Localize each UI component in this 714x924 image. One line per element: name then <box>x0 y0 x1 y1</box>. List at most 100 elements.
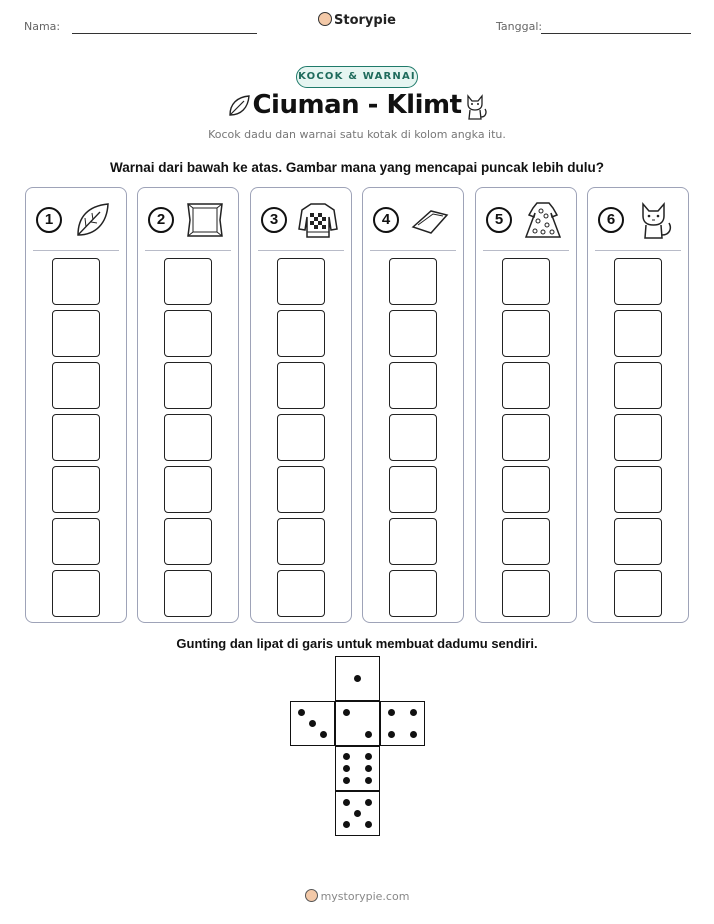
column-number: 4 <box>373 207 399 233</box>
color-box[interactable] <box>614 414 662 461</box>
pip <box>320 731 327 738</box>
color-box[interactable] <box>502 414 550 461</box>
column-number: 3 <box>261 207 287 233</box>
column-1: 1 <box>25 187 127 623</box>
pip <box>309 720 316 727</box>
date-label: Tanggal: <box>496 20 543 33</box>
pip <box>298 709 305 716</box>
color-box[interactable] <box>614 466 662 513</box>
color-box[interactable] <box>502 258 550 305</box>
color-box[interactable] <box>52 518 100 565</box>
color-box[interactable] <box>52 570 100 617</box>
color-box[interactable] <box>389 414 437 461</box>
column-3: 3 <box>250 187 352 623</box>
page-subtitle: Kocok dadu dan warnai satu kotak di kolo… <box>208 128 506 141</box>
column-divider <box>258 250 344 251</box>
color-box[interactable] <box>164 466 212 513</box>
color-box[interactable] <box>389 466 437 513</box>
sweater-icon <box>298 203 338 238</box>
column-2: 2 <box>137 187 239 623</box>
pip <box>365 731 372 738</box>
brand-logo: Storypie <box>0 12 714 28</box>
pip <box>343 799 350 806</box>
color-box[interactable] <box>614 570 662 617</box>
color-box[interactable] <box>614 258 662 305</box>
color-box[interactable] <box>614 310 662 357</box>
color-box[interactable] <box>502 362 550 409</box>
color-box[interactable] <box>502 518 550 565</box>
color-box[interactable] <box>389 518 437 565</box>
pip <box>388 709 395 716</box>
color-box[interactable] <box>52 310 100 357</box>
color-box[interactable] <box>277 466 325 513</box>
column-number: 5 <box>486 207 512 233</box>
color-box[interactable] <box>502 310 550 357</box>
date-line[interactable] <box>541 33 691 34</box>
dice-face-5 <box>335 791 380 836</box>
column-6: 6 <box>587 187 689 623</box>
color-box[interactable] <box>52 362 100 409</box>
color-box[interactable] <box>389 310 437 357</box>
color-box[interactable] <box>277 258 325 305</box>
color-box[interactable] <box>277 570 325 617</box>
pip <box>354 810 361 817</box>
storypie-logo-icon <box>318 12 332 26</box>
pip <box>388 731 395 738</box>
cat-icon <box>467 94 487 120</box>
color-box[interactable] <box>614 362 662 409</box>
column-divider <box>370 250 456 251</box>
color-box[interactable] <box>614 518 662 565</box>
color-box[interactable] <box>389 258 437 305</box>
color-box[interactable] <box>164 362 212 409</box>
coloring-instruction: Warnai dari bawah ke atas. Gambar mana y… <box>110 160 604 175</box>
color-box[interactable] <box>277 310 325 357</box>
pip <box>343 765 350 772</box>
footer-url[interactable]: mystorypie.com <box>320 890 410 903</box>
pip <box>410 709 417 716</box>
color-box[interactable] <box>164 570 212 617</box>
pip <box>365 777 372 784</box>
footer: mystorypie.com <box>0 889 714 903</box>
dice-face-3 <box>290 701 335 746</box>
color-box[interactable] <box>277 414 325 461</box>
dice-face-2 <box>335 701 380 746</box>
color-box[interactable] <box>502 570 550 617</box>
column-divider <box>595 250 681 251</box>
color-box[interactable] <box>389 570 437 617</box>
pip <box>365 765 372 772</box>
name-line[interactable] <box>72 33 257 34</box>
color-box[interactable] <box>277 518 325 565</box>
color-box[interactable] <box>164 414 212 461</box>
column-4: 4 <box>362 187 464 623</box>
page-title: Ciuman - Klimt <box>252 90 462 120</box>
column-number: 2 <box>148 207 174 233</box>
color-box[interactable] <box>52 258 100 305</box>
storypie-logo-icon <box>304 889 318 902</box>
color-box[interactable] <box>164 518 212 565</box>
dice-face-4 <box>380 701 425 746</box>
pip <box>354 675 361 682</box>
pip <box>343 821 350 828</box>
color-box[interactable] <box>389 362 437 409</box>
color-box[interactable] <box>502 466 550 513</box>
dress-icon <box>524 202 562 238</box>
cut-instruction: Gunting dan lipat di garis untuk membuat… <box>176 636 538 651</box>
napkin-icon <box>411 210 449 234</box>
leaf-icon <box>77 203 109 236</box>
column-divider <box>145 250 231 251</box>
column-divider <box>33 250 119 251</box>
pip <box>343 709 350 716</box>
pip <box>365 821 372 828</box>
color-box[interactable] <box>164 258 212 305</box>
pillow-icon <box>187 203 223 237</box>
column-number: 6 <box>598 207 624 233</box>
column-number: 1 <box>36 207 62 233</box>
color-box[interactable] <box>52 466 100 513</box>
pip <box>365 799 372 806</box>
pip <box>343 753 350 760</box>
color-box[interactable] <box>52 414 100 461</box>
dice-face-1 <box>335 656 380 701</box>
color-box[interactable] <box>277 362 325 409</box>
color-box[interactable] <box>164 310 212 357</box>
name-label: Nama: <box>24 20 61 33</box>
